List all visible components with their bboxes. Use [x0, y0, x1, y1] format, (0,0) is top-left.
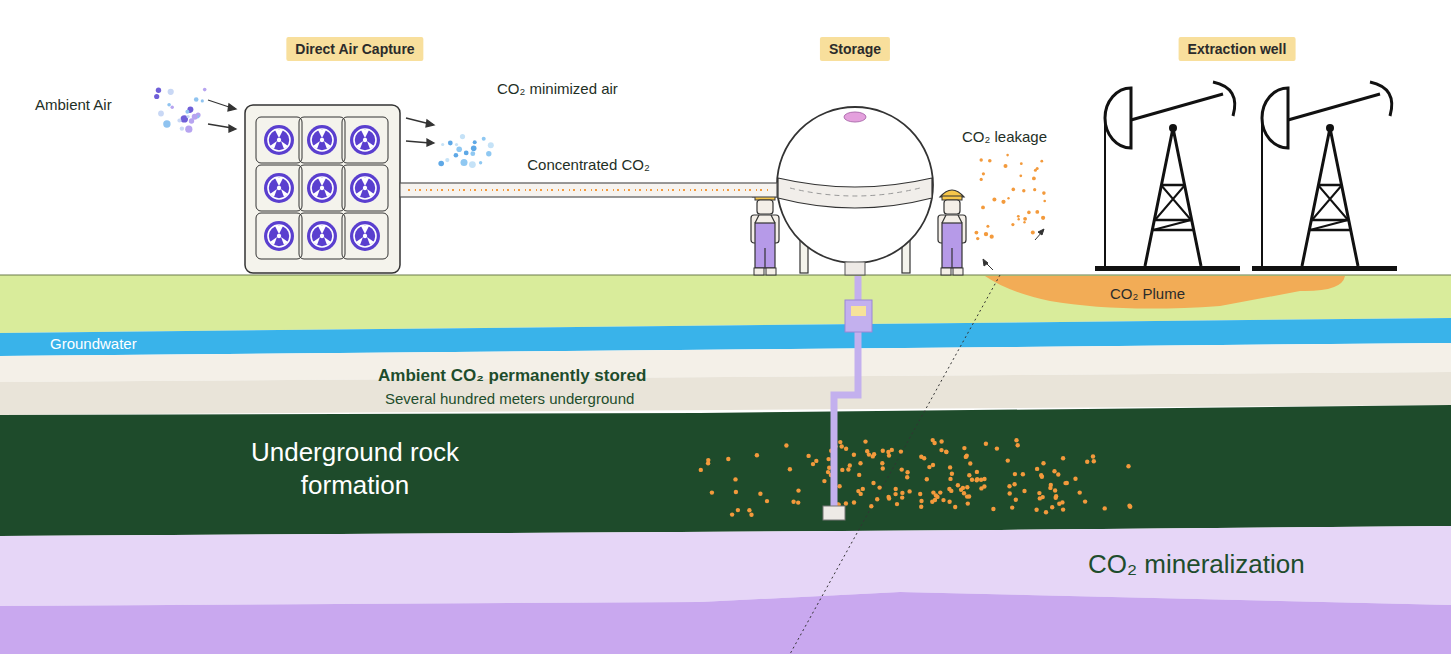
storage-note: Several hundred meters underground — [385, 390, 634, 407]
layer-label: Groundwater — [50, 335, 137, 352]
storage-tank: Storage — [777, 35, 933, 275]
rock-formation-layer: Underground rock formation — [0, 414, 1451, 534]
section-heading: Direct Air Capture — [286, 37, 423, 61]
layer-label: Underground rock formation — [250, 436, 460, 501]
plume-label: CO₂ Plume — [1110, 285, 1185, 302]
co2-plume: CO₂ Plume — [1090, 282, 1250, 306]
air-label: Ambient Air — [35, 96, 112, 113]
air-label: CO₂ minimized air — [497, 80, 618, 97]
section-heading: Extraction well — [1179, 37, 1296, 61]
mineralization-layer: CO₂ mineralization — [0, 532, 1451, 604]
extraction-well: Extraction well — [1095, 35, 1405, 275]
storage-note: Ambient CO₂ permanently stored — [378, 366, 646, 386]
co2-pipe — [400, 183, 777, 197]
groundwater-layer: Groundwater — [0, 333, 1451, 355]
capture-unit: Direct Air Capture — [245, 35, 400, 275]
leak-label: CO₂ leakage — [962, 128, 1047, 145]
pipe-label: Concentrated CO₂ — [527, 156, 650, 173]
section-heading: Storage — [820, 37, 890, 61]
layer-label: CO₂ mineralization — [1088, 548, 1305, 581]
